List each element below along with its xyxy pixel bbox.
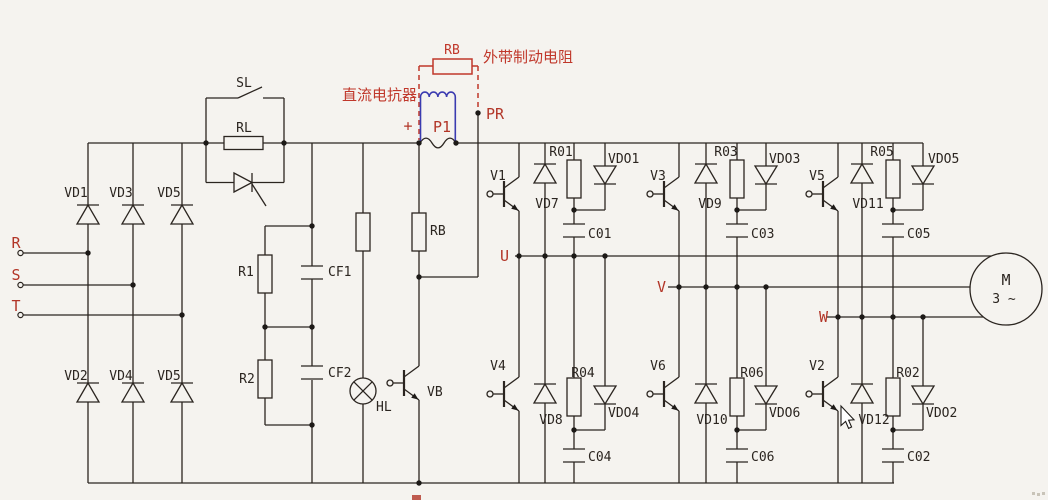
vd5-label: VD5 xyxy=(157,186,180,201)
c05-label: C05 xyxy=(907,227,930,242)
vd11-label: VD11 xyxy=(852,197,883,212)
bleeder-resistor xyxy=(355,212,371,252)
vdo3-label: VDO3 xyxy=(769,152,800,167)
r03-resistor xyxy=(729,159,745,199)
rb-external-label: RB xyxy=(444,43,460,58)
v4-label: V4 xyxy=(490,359,506,374)
p1-label: P1 xyxy=(433,118,451,136)
v3-label: V3 xyxy=(650,169,666,184)
rl-label: RL xyxy=(236,121,252,136)
vd6-label: VD5 xyxy=(157,369,180,384)
vd12-label: VD12 xyxy=(858,413,889,428)
vdo1-label: VDO1 xyxy=(608,152,639,167)
hl-label: HL xyxy=(376,400,392,415)
motor: M 3 ~ xyxy=(969,252,1043,326)
r06-label: R06 xyxy=(740,366,763,381)
input-terminals: R S T xyxy=(11,234,182,319)
c01-label: C01 xyxy=(588,227,611,242)
r05-resistor xyxy=(885,159,901,199)
r2-label: R2 xyxy=(239,372,255,387)
v5-label: V5 xyxy=(809,169,825,184)
junction-dots xyxy=(85,110,926,486)
vd3-label: VD3 xyxy=(109,186,132,201)
cf1-label: CF1 xyxy=(328,265,351,280)
c04-label: C04 xyxy=(588,450,612,465)
c03-label: C03 xyxy=(751,227,774,242)
rl-resistor xyxy=(223,135,264,151)
r02-resistor xyxy=(885,377,901,417)
r2-resistor xyxy=(257,359,273,399)
brake-chopper-branch: RB VB xyxy=(385,113,479,483)
r04-resistor xyxy=(566,377,582,417)
dc-reactor-option: 直流电抗器 xyxy=(342,86,457,141)
v6-label: V6 xyxy=(650,359,666,374)
vb-label: VB xyxy=(427,385,443,400)
v2-label: V2 xyxy=(809,359,825,374)
dc-minus-mark xyxy=(412,495,421,500)
r03-label: R03 xyxy=(714,145,737,160)
vdo5-label: VDO5 xyxy=(928,152,959,167)
phase-w-label: W xyxy=(819,308,829,326)
r02-label: R02 xyxy=(896,366,919,381)
vd10-label: VD10 xyxy=(696,413,727,428)
phase-r-label: R xyxy=(11,234,21,252)
phase-s-label: S xyxy=(11,266,20,284)
phase-v-label: V xyxy=(657,278,666,296)
phase-u-label: U xyxy=(500,247,509,265)
vd8-label: VD8 xyxy=(539,413,562,428)
rectifier-bridge: VD1 VD3 VD5 VD2 VD4 VD5 xyxy=(64,143,194,483)
r1-label: R1 xyxy=(238,265,254,280)
inverter-leg-w: V5 VD11 R05 VDO5 C05 V2 VD12 R02 VDO2 C0… xyxy=(804,143,959,483)
plus-label: + xyxy=(403,117,412,135)
vdo2-label: VDO2 xyxy=(926,406,957,421)
vd4-label: VD4 xyxy=(109,369,133,384)
rb-internal-resistor xyxy=(411,212,427,252)
mouse-cursor[interactable] xyxy=(840,404,856,430)
terminal-r xyxy=(17,249,24,257)
p1-link-squiggle xyxy=(419,137,457,149)
r05-label: R05 xyxy=(870,145,893,160)
indicator-lamp-branch: HL xyxy=(349,143,392,483)
c02-label: C02 xyxy=(907,450,930,465)
vdo4-label: VDO4 xyxy=(608,406,639,421)
phase-t-label: T xyxy=(11,297,20,315)
cf2-label: CF2 xyxy=(328,366,351,381)
corner-specks xyxy=(1032,492,1045,496)
motor-circle xyxy=(969,252,1043,326)
vdo6-label: VDO6 xyxy=(769,406,800,421)
vd2-label: VD2 xyxy=(64,369,87,384)
dc-reactor-caption: 直流电抗器 xyxy=(342,86,417,104)
precharge-block: SL RL xyxy=(205,76,285,207)
dc-bus-wires xyxy=(88,137,923,484)
lamp-icon xyxy=(349,377,377,405)
c06-label: C06 xyxy=(751,450,774,465)
terminal-t xyxy=(17,311,24,319)
motor-m-label: M xyxy=(1001,271,1010,289)
r06-resistor xyxy=(729,377,745,417)
r04-label: R04 xyxy=(571,366,595,381)
rb-internal-label: RB xyxy=(430,224,446,239)
external-brake-option: RB 外带制动电阻 PR + P1 xyxy=(403,43,573,140)
vd1-label: VD1 xyxy=(64,186,87,201)
thyristor-icon xyxy=(233,171,254,194)
r01-resistor xyxy=(566,159,582,199)
phase-lines: U V W xyxy=(500,247,991,326)
vd7-label: VD7 xyxy=(535,197,558,212)
inverter-leg-v: V3 VD9 R03 VDO3 C03 V6 VD10 R06 VDO6 C06 xyxy=(645,143,800,483)
dc-filter-divider: R1 R2 CF1 CF2 xyxy=(238,143,351,483)
vd9-label: VD9 xyxy=(698,197,721,212)
r01-label: R01 xyxy=(549,145,572,160)
motor-phases-label: 3 ~ xyxy=(992,292,1016,307)
external-brake-caption: 外带制动电阻 xyxy=(483,48,573,66)
dc-reactor-coil xyxy=(419,91,457,141)
v1-label: V1 xyxy=(490,169,506,184)
thyristor-gate xyxy=(251,183,267,207)
pr-label: PR xyxy=(486,105,505,123)
sl-switch-blade xyxy=(237,86,263,99)
terminal-s xyxy=(17,281,24,289)
r1-resistor xyxy=(257,254,273,294)
sl-label: SL xyxy=(236,76,252,91)
